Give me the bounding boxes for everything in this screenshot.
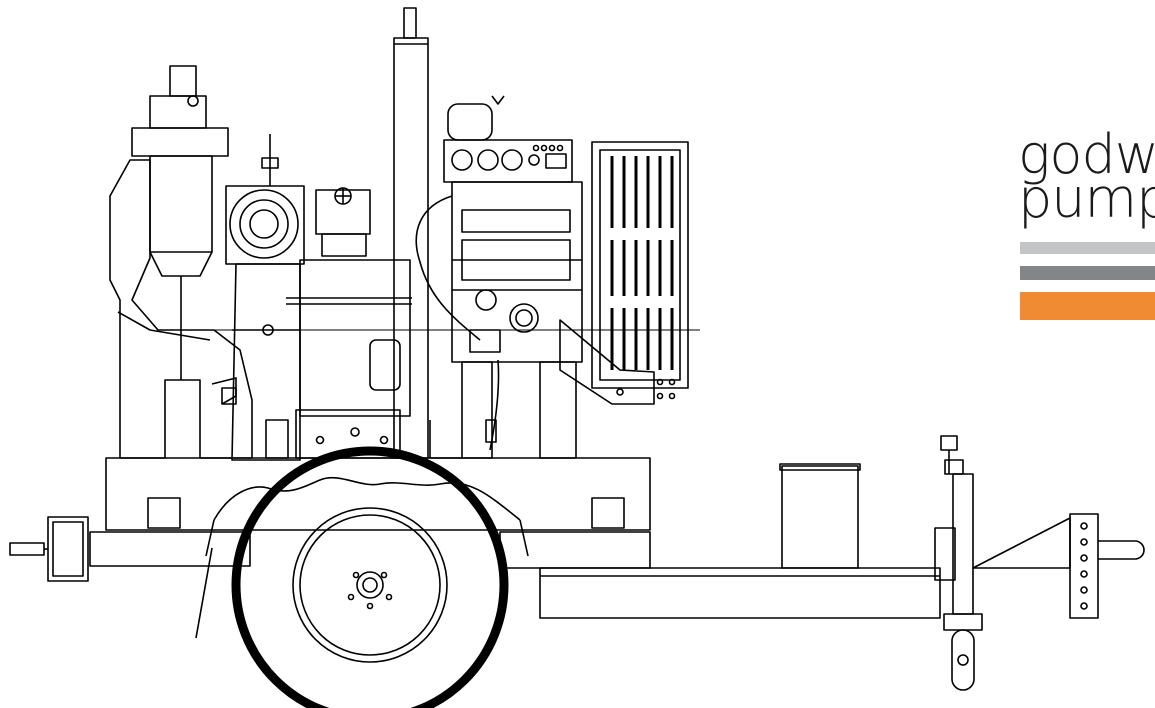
volute	[229, 189, 299, 259]
support-block-right	[591, 497, 625, 529]
godwin-pumps-logo: godw pump	[1016, 128, 1155, 328]
pump-end	[109, 65, 412, 461]
tow-eye	[1098, 540, 1145, 560]
radiator	[559, 141, 689, 405]
fuel-tank	[295, 409, 401, 459]
engine	[415, 95, 583, 459]
wheel	[195, 446, 529, 708]
hub	[356, 571, 384, 599]
jockey-clamp	[934, 527, 956, 581]
jockey-tyre	[951, 629, 975, 691]
logo-bar-orange	[1020, 292, 1155, 320]
trailer-chassis	[9, 457, 941, 619]
rim	[292, 507, 448, 663]
tyre	[231, 446, 509, 708]
left-rail	[89, 531, 251, 567]
rear-step	[9, 542, 45, 556]
pump-casing	[109, 159, 253, 459]
logo-bar-dark-grey	[1020, 266, 1155, 280]
air-cleaner	[447, 103, 493, 141]
jockey-post	[952, 473, 974, 615]
exhaust-stack	[393, 7, 429, 459]
stand-leg	[195, 547, 213, 639]
logo-word-line2: pump	[1018, 167, 1155, 230]
rear-light	[47, 516, 89, 582]
hitch-plate	[1069, 513, 1099, 619]
engine-block	[451, 181, 583, 363]
logo-word-line1: godw	[1018, 128, 1155, 186]
filter-body	[149, 155, 213, 253]
right-rail	[499, 531, 651, 569]
logo-bar-light-grey	[1020, 242, 1155, 254]
tow-hitch	[972, 513, 1145, 619]
support-block-left	[147, 497, 181, 529]
toolbox	[781, 465, 859, 569]
radiator-fins	[610, 156, 674, 370]
upper-frame	[105, 457, 651, 531]
radiator-frame	[591, 141, 689, 389]
exhaust-pipe	[393, 37, 429, 459]
jockey-wheel	[934, 435, 983, 691]
